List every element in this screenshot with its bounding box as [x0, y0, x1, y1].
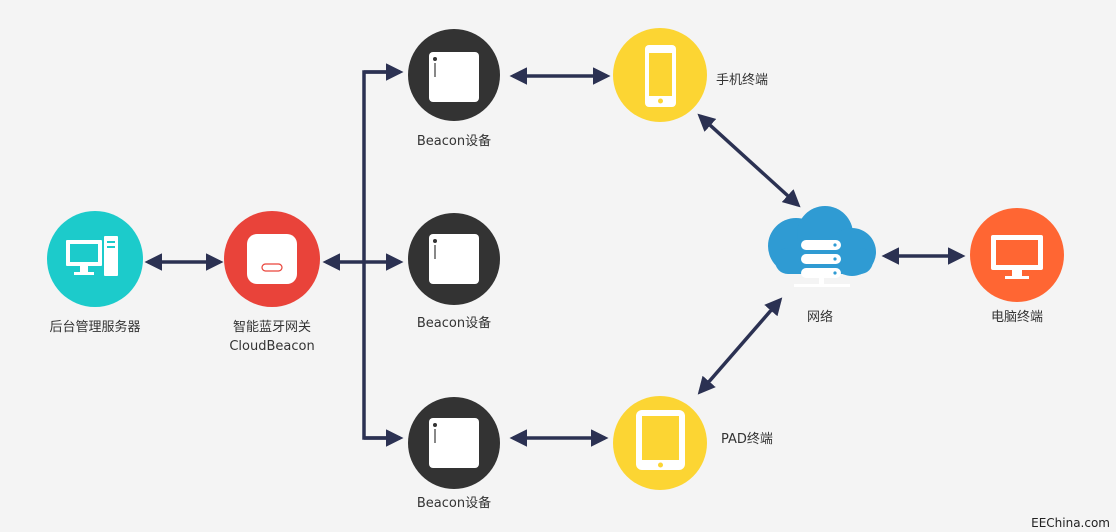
network-node — [768, 206, 876, 287]
cloud-server-icon — [768, 206, 876, 287]
smartphone-icon — [645, 45, 676, 107]
gateway-node — [224, 211, 320, 307]
beacon-device-icon — [429, 234, 479, 284]
server-label: 后台管理服务器 — [49, 320, 141, 335]
beacon1-node — [408, 29, 500, 121]
beacon-device-icon — [429, 418, 479, 468]
beacon3-node — [408, 397, 500, 489]
gateway-sublabel: CloudBeacon — [229, 339, 315, 354]
beacon2-node — [408, 213, 500, 305]
gateway-label: 智能蓝牙网关 — [232, 320, 312, 335]
arrow-pad-network — [697, 297, 783, 395]
tablet-icon — [636, 410, 685, 470]
desktop-computer-icon — [66, 236, 118, 276]
pad-label: PAD终端 — [721, 432, 773, 447]
monitor-icon — [991, 235, 1043, 279]
pc-node — [970, 208, 1064, 302]
phone-label: 手机终端 — [716, 73, 769, 88]
phone-node — [613, 28, 707, 122]
beacon2-label: Beacon设备 — [416, 316, 492, 331]
network-label: 网络 — [806, 310, 834, 325]
server-node — [47, 211, 143, 307]
pc-label: 电脑终端 — [990, 310, 1044, 325]
beacon3-label: Beacon设备 — [416, 496, 492, 511]
arrow-phone-network — [697, 113, 801, 208]
pad-node — [613, 396, 707, 490]
beacon-device-icon — [429, 52, 479, 102]
bus-line — [362, 70, 400, 440]
watermark: EEChina.com — [1031, 516, 1110, 530]
beacon1-label: Beacon设备 — [416, 134, 492, 149]
gateway-device-icon — [247, 234, 297, 284]
